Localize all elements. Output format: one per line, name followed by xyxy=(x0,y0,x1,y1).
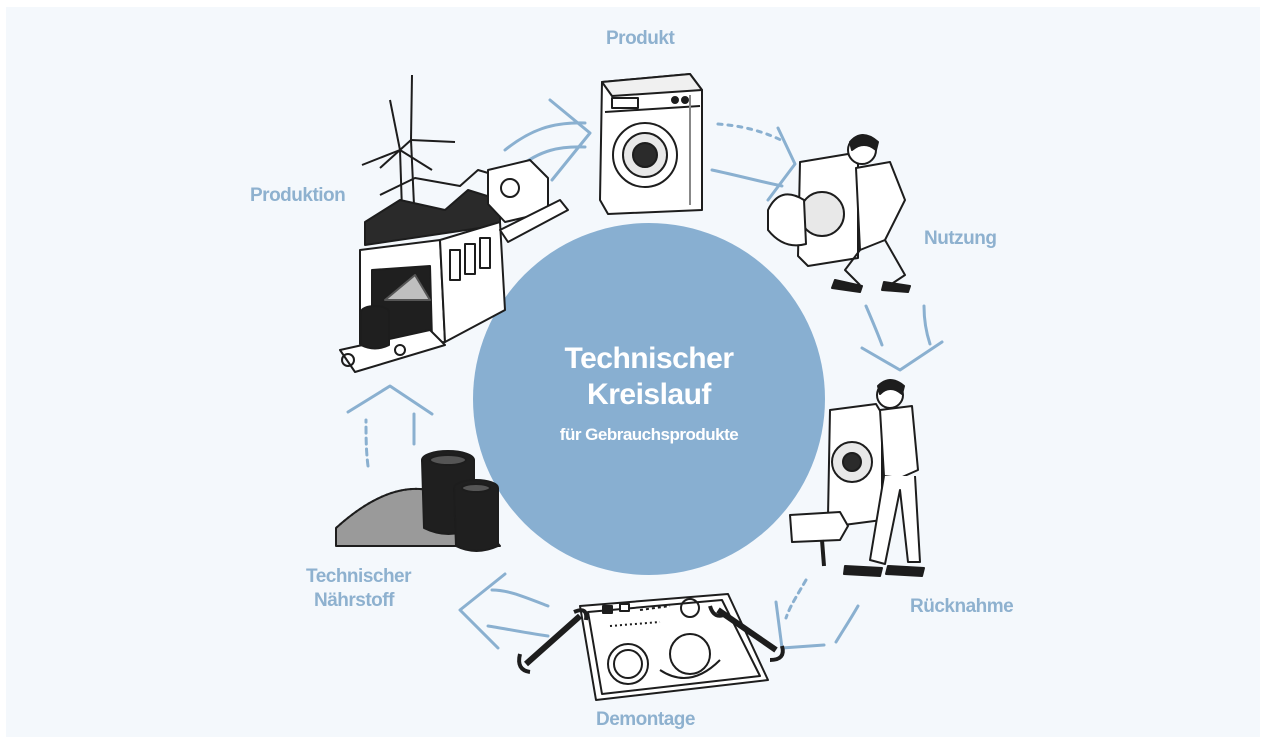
man-with-washing-machine-illustration xyxy=(767,134,911,293)
center-title-line1: Technischer xyxy=(564,342,734,375)
stage-label-produkt: Produkt xyxy=(606,28,675,49)
arrow-demontage-to-naehrstoff xyxy=(458,572,550,650)
center-title-line2: Kreislauf xyxy=(587,378,711,411)
man-returning-washing-machine-illustration xyxy=(789,379,925,577)
barrel-icon xyxy=(453,479,499,552)
disassembled-parts-illustration xyxy=(517,593,785,701)
center-circle xyxy=(473,223,825,575)
stage-label-nutzung: Nutzung xyxy=(924,228,997,249)
signpost-icon xyxy=(789,511,849,567)
factory-illustration xyxy=(339,74,569,373)
barrels-and-granulate-illustration xyxy=(335,450,501,552)
stage-label-demontage: Demontage xyxy=(596,709,695,730)
arrow-produkt-to-nutzung xyxy=(710,122,797,202)
stage-label-naehrstoff-line2: Nährstoff xyxy=(314,590,394,611)
wrench-icon xyxy=(517,608,589,674)
wind-turbine-icon xyxy=(361,74,456,211)
stage-label-naehrstoff-line1: Technischer xyxy=(306,566,412,587)
stage-label-ruecknahme: Rücknahme xyxy=(910,596,1014,617)
wrench-icon xyxy=(708,605,785,662)
stage-label-produktion: Produktion xyxy=(250,185,346,206)
arrow-naehrstoff-to-produktion xyxy=(346,384,434,468)
arrow-ruecknahme-to-demontage xyxy=(774,578,860,650)
washing-machine-icon xyxy=(599,73,703,215)
arrow-nutzung-to-ruecknahme xyxy=(860,304,944,372)
center-subtitle: für Gebrauchsprodukte xyxy=(559,425,739,444)
